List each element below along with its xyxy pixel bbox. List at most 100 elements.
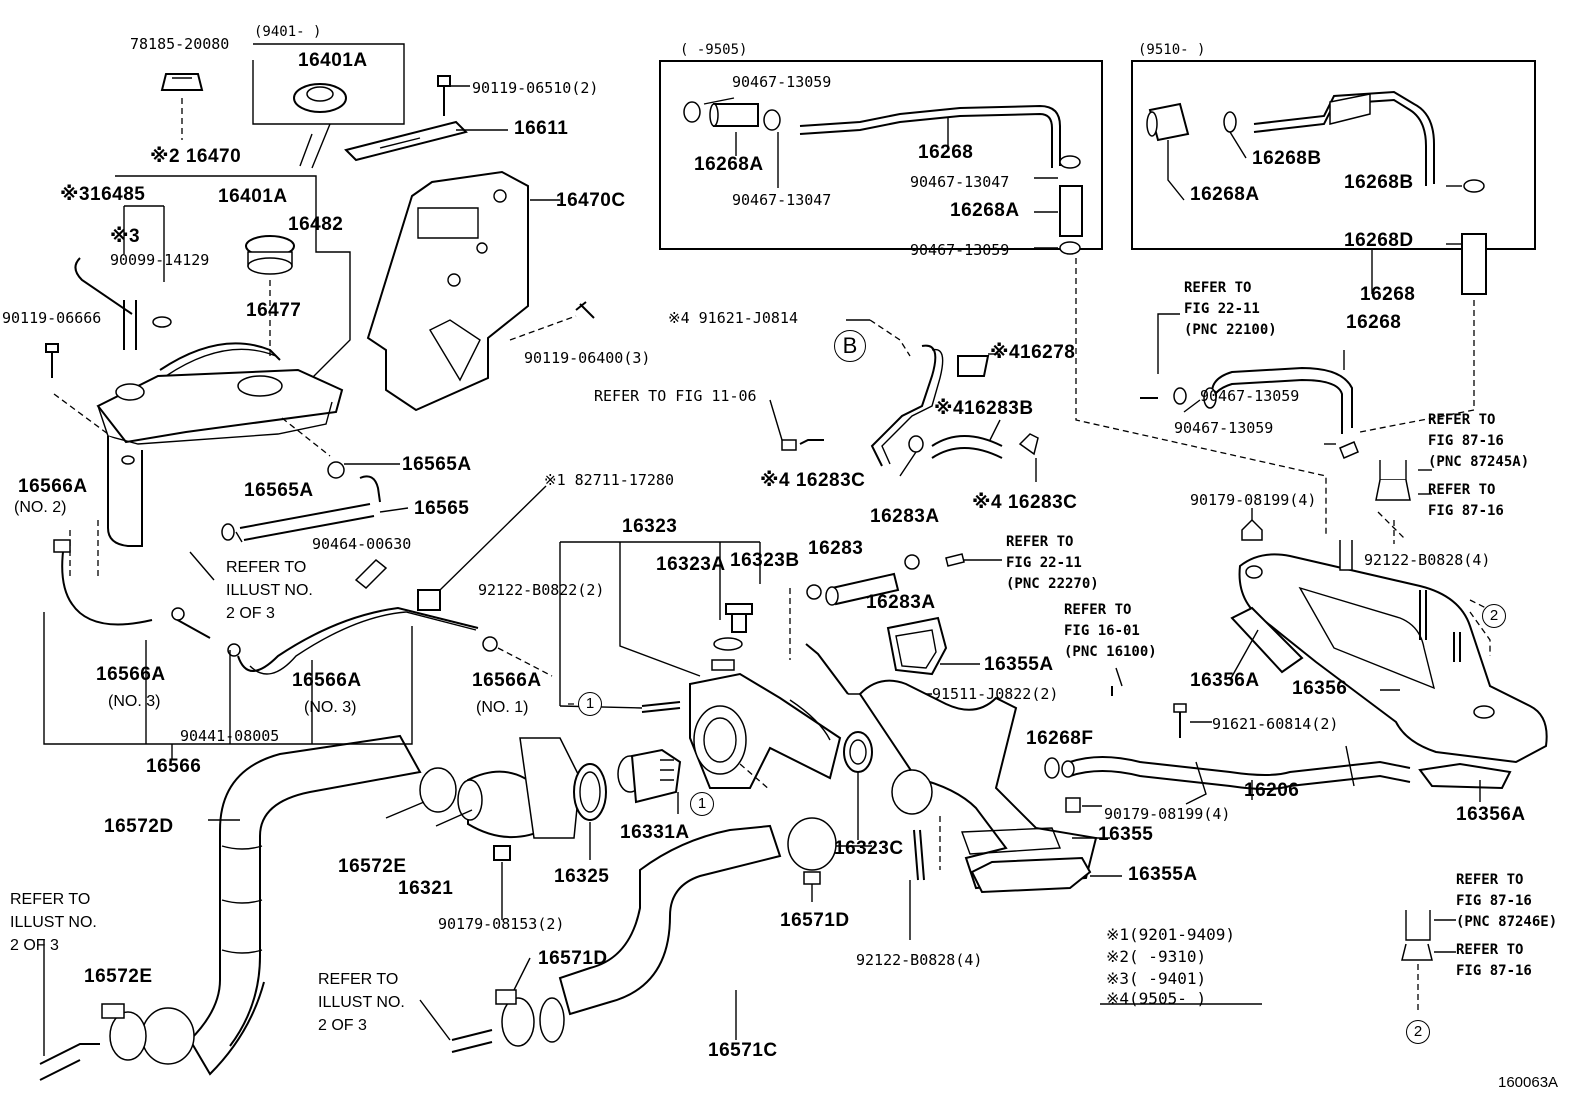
part-label: 90467-13059 (1174, 419, 1274, 437)
part-label: 16268 (1346, 312, 1402, 333)
part-label: 16283A (866, 592, 936, 613)
part-label: 92122-B0822(2) (478, 581, 605, 599)
reservoir-cap-icon (245, 235, 295, 275)
refer-note: REFER TO ILLUST NO. 2 OF 3 (318, 971, 405, 1034)
part-label: ※3 (110, 226, 141, 247)
refer-note: REFER TO ILLUST NO. 2 OF 3 (226, 559, 313, 622)
part-label: 16283 (808, 538, 864, 559)
callout-2: 2 (1482, 604, 1506, 628)
radiator-cap-icon (160, 73, 204, 91)
part-label: 16268B (1344, 172, 1414, 193)
bracket-plate-icon (366, 170, 529, 412)
part-label-note: (NO. 3) (304, 699, 357, 716)
range-9401: (9401- ) (254, 24, 322, 40)
part-label: 16355A (984, 654, 1054, 675)
part-label-note: (NO. 3) (108, 693, 161, 710)
reservoir-cap-top-icon (293, 83, 347, 113)
part-label: 16268A (950, 200, 1020, 221)
part-label: 16356A (1456, 804, 1526, 825)
refer-note: REFER TO FIG 87-16 (PNC 87245A) (1428, 412, 1530, 470)
part-label: ※4 16283C (972, 492, 1078, 513)
range-9510: (9510- ) (1138, 42, 1206, 58)
part-label: 16571D (780, 910, 850, 931)
part-label: ※4 91621-J0814 (668, 309, 798, 327)
part-label: 90119-06666 (2, 309, 102, 327)
clamp-16572E-icon (101, 767, 457, 1061)
part-label: 16572E (338, 856, 407, 877)
part-label: ※4 16283C (760, 470, 866, 491)
reservoir-tank-icon (96, 342, 344, 547)
refer-note: REFER TO FIG 16-01 (PNC 16100) (1064, 602, 1157, 660)
note-4: ※4(9505- ) (1106, 989, 1207, 1008)
note-3: ※3( -9401) (1106, 969, 1207, 988)
part-label: 16323C (834, 838, 904, 859)
part-label: ※1 82711-17280 (544, 471, 674, 489)
callout-1: 1 (690, 792, 714, 816)
part-label: ※416283B (934, 398, 1034, 419)
part-label: 90099-14129 (110, 251, 210, 269)
refer-note: REFER TO FIG 87-16 (1456, 942, 1532, 979)
refer-note: REFER TO FIG 22-11 (PNC 22270) (1006, 534, 1099, 592)
part-label: 90467-13059 (1200, 387, 1300, 405)
part-label: 16355 (1098, 824, 1154, 845)
part-label: 90464-00630 (312, 535, 412, 553)
part-label: 16268D (1344, 230, 1414, 251)
part-label: 90467-13047 (732, 191, 832, 209)
bypass-pipe-16206-icon (1061, 745, 1411, 805)
part-label: 78185-20080 (130, 35, 230, 53)
part-label: 16401A (298, 50, 368, 71)
part-label: 16356A (1190, 670, 1260, 691)
part-label: 16323A (656, 554, 726, 575)
part-label: 16268 (918, 142, 974, 163)
refer-note: REFER TO FIG 22-11 (PNC 22100) (1184, 280, 1277, 338)
part-label: ※316485 (60, 184, 146, 205)
callout-1: 1 (578, 692, 602, 716)
part-label: 90179-08153(2) (438, 915, 565, 933)
part-label: ※2 16470 (150, 146, 242, 167)
part-label: 16355A (1128, 864, 1198, 885)
part-label: 16268B (1252, 148, 1322, 169)
part-label: 16268 (1360, 284, 1416, 305)
part-label: 90467-13059 (732, 73, 832, 91)
part-label: 16571D (538, 948, 608, 969)
part-label: ※416278 (990, 342, 1076, 363)
part-label: 16566 (146, 756, 202, 777)
callout-b: B (834, 330, 866, 362)
note-1: ※1(9201-9409) (1106, 925, 1235, 944)
part-label: 16565A (244, 480, 314, 501)
part-label: 16323 (622, 516, 678, 537)
part-label: 16572D (104, 816, 174, 837)
part-label: 90467-13047 (910, 173, 1010, 191)
part-label: 91511-J0822(2) (932, 685, 1059, 703)
part-label: 16268F (1026, 728, 1094, 749)
range-9505: ( -9505) (680, 42, 748, 58)
part-label: 16566A (472, 670, 542, 691)
part-label: 16283A (870, 506, 940, 527)
water-inlet-icon (457, 737, 581, 839)
hose-16572D-icon (141, 734, 422, 1076)
part-label-note: (NO. 2) (14, 499, 67, 516)
part-label: 16571C (708, 1040, 778, 1061)
part-label: 16566A (292, 670, 362, 691)
part-label: 91621-60814(2) (1212, 715, 1339, 733)
refer-note: REFER TO FIG 87-16 (1428, 482, 1504, 519)
part-label: 90179-08199(4) (1190, 491, 1317, 509)
part-label: 16268A (694, 154, 764, 175)
part-label: 16206 (1244, 780, 1300, 801)
part-label: 16572E (84, 966, 153, 987)
thermostat-icon (617, 748, 682, 804)
refer-note: REFER TO FIG 87-16 (PNC 87246E) (1456, 872, 1558, 930)
part-label: 16565A (402, 454, 472, 475)
part-label: 16566A (18, 476, 88, 497)
part-label: 90441-08005 (180, 727, 280, 745)
part-label: 16470C (556, 190, 626, 211)
part-label: 90467-13059 (910, 241, 1010, 259)
part-label: 90119-06400(3) (524, 349, 651, 367)
part-label: 16482 (288, 214, 344, 235)
part-label: 16331A (620, 822, 690, 843)
part-label: 16565 (414, 498, 470, 519)
part-label: 92122-B0828(4) (856, 951, 983, 969)
part-label-note: (NO. 1) (476, 699, 529, 716)
